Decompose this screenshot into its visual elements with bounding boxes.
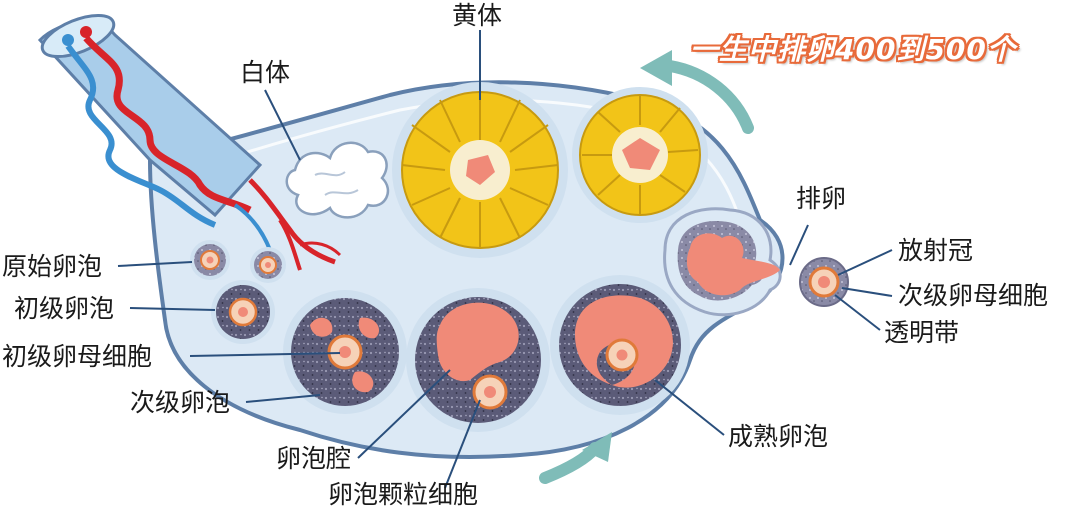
antral-follicle [406, 288, 550, 432]
label-zona-pellucida: 透明带 [884, 318, 960, 347]
label-granulosa-cells: 卵泡颗粒细胞 [328, 480, 479, 509]
primary-follicle [211, 280, 275, 344]
secondary-follicle [283, 290, 407, 414]
corpus-albicans [285, 141, 390, 219]
label-mature-follicle: 成熟卵泡 [728, 422, 829, 451]
label-corpus-albicans: 白体 [240, 58, 291, 87]
label-ovulation: 排卵 [796, 184, 847, 213]
cycle-arrow-top [664, 60, 754, 134]
label-primordial-follicle: 原始卵泡 [2, 252, 103, 281]
corpus-luteum-large [392, 82, 568, 258]
label-corona-radiata: 放射冠 [898, 236, 974, 265]
corpus-luteum-small [572, 87, 708, 223]
ovulation-count-banner: 一生中排卵400到500个 [690, 33, 1016, 66]
ovulating-follicle [663, 207, 782, 317]
label-secondary-oocyte: 次级卵母细胞 [898, 281, 1049, 310]
label-secondary-follicle: 次级卵泡 [130, 388, 231, 417]
label-antrum: 卵泡腔 [276, 444, 352, 473]
primordial-follicle-2 [250, 247, 286, 283]
mature-follicle [550, 275, 690, 415]
label-corpus-luteum: 黄体 [452, 1, 503, 30]
label-primary-oocyte: 初级卵母细胞 [2, 342, 153, 371]
label-primary-follicle: 初级卵泡 [14, 294, 115, 323]
primordial-follicle-1 [190, 240, 230, 280]
released-oocyte [799, 257, 849, 307]
